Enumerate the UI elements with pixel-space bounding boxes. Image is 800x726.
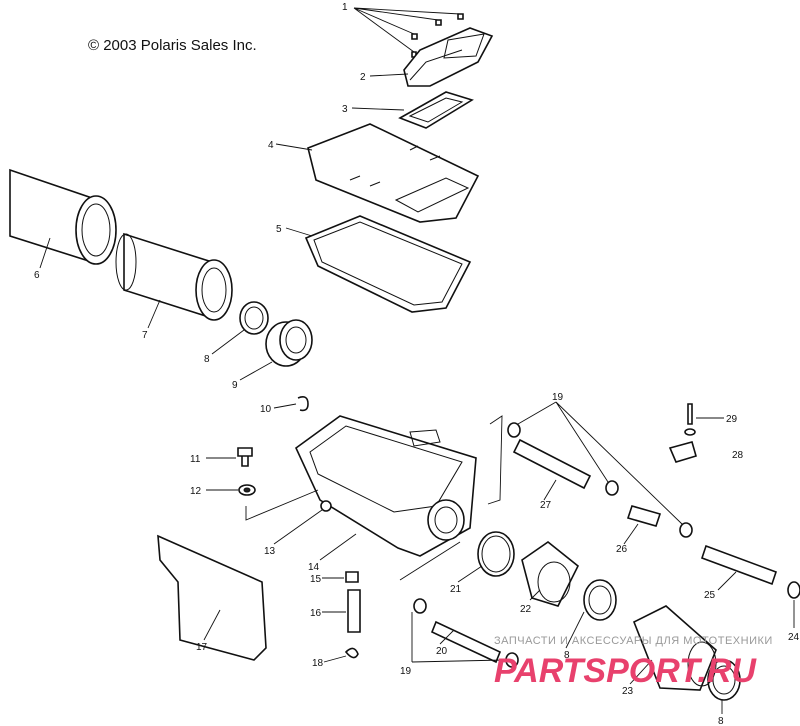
part-drain-tube — [347, 589, 361, 633]
callout-6: 6 — [34, 270, 40, 281]
callout-10: 10 — [260, 404, 272, 415]
part-screw-29 — [684, 403, 696, 436]
part-outlet-boot — [521, 541, 580, 607]
part-pre-filter — [9, 168, 117, 265]
callout-8-mid: 8 — [564, 650, 570, 661]
callout-16: 16 — [310, 608, 322, 619]
part-valve — [626, 505, 662, 527]
callout-20: 20 — [436, 646, 448, 657]
callout-23: 23 — [622, 686, 634, 697]
callout-24: 24 — [788, 632, 800, 643]
callout-1: 1 — [342, 2, 348, 13]
part-cover-seal — [304, 215, 472, 313]
part-bolt — [237, 447, 253, 467]
watermark-logo: PARTSPORT.RU — [494, 652, 757, 690]
watermark: ЗАПЧАСТИ И АКСЕССУАРЫ ДЛЯ МОТОТЕХНИКИ PA… — [494, 635, 773, 690]
copyright-notice: © 2003 Polaris Sales Inc. — [88, 37, 257, 54]
part-washer — [238, 484, 256, 496]
part-airbox — [294, 415, 477, 557]
part-hose-clamp-upper — [239, 301, 269, 335]
watermark-tagline: ЗАПЧАСТИ И АКСЕССУАРЫ ДЛЯ МОТОТЕХНИКИ — [494, 635, 773, 647]
part-intake-duct — [403, 27, 494, 87]
callout-17: 17 — [196, 642, 208, 653]
callout-12: 12 — [190, 486, 202, 497]
part-filter-coupler — [265, 319, 313, 367]
part-throttle-boot — [632, 605, 717, 691]
callout-9: 9 — [232, 380, 238, 391]
part-air-filter — [115, 232, 233, 321]
callout-28: 28 — [732, 450, 744, 461]
callout-27: 27 — [540, 500, 552, 511]
callout-8-upper: 8 — [204, 354, 210, 365]
callout-18: 18 — [312, 658, 324, 669]
callout-5: 5 — [276, 224, 282, 235]
callout-14: 14 — [308, 562, 320, 573]
part-clip — [297, 396, 309, 412]
part-drain-clip — [344, 647, 359, 659]
part-screws — [411, 13, 464, 58]
part-duct-gasket — [398, 91, 474, 129]
callout-4: 4 — [268, 140, 274, 151]
part-foam-pad — [157, 534, 267, 661]
part-tube-25 — [700, 544, 778, 586]
callout-26: 26 — [616, 544, 628, 555]
part-airbox-cover — [307, 123, 480, 223]
part-sleeve — [413, 422, 693, 668]
callout-15: 15 — [310, 574, 322, 585]
part-hose-clamp-mid — [583, 579, 617, 621]
callout-2: 2 — [360, 72, 366, 83]
part-o-ring — [477, 531, 515, 577]
part-cap-24 — [787, 581, 800, 599]
callout-21: 21 — [450, 584, 462, 595]
part-bracket — [668, 441, 697, 463]
callout-labels: 1 2 3 4 5 6 7 8 9 10 11 12 13 14 15 16 1… — [34, 2, 800, 726]
callout-29: 29 — [726, 414, 738, 425]
callout-11: 11 — [190, 454, 201, 465]
part-tube-27 — [512, 438, 592, 490]
part-tube-20 — [430, 620, 502, 664]
callout-3: 3 — [342, 104, 348, 115]
callout-8-lower: 8 — [718, 716, 724, 726]
callout-13: 13 — [264, 546, 276, 557]
callout-25: 25 — [704, 590, 716, 601]
callout-19-upper: 19 — [552, 392, 564, 403]
leader-lines — [39, 7, 795, 714]
callout-22: 22 — [520, 604, 532, 615]
part-drain-cap — [345, 571, 359, 583]
callout-7: 7 — [142, 330, 148, 341]
callout-19-lower: 19 — [400, 666, 412, 677]
